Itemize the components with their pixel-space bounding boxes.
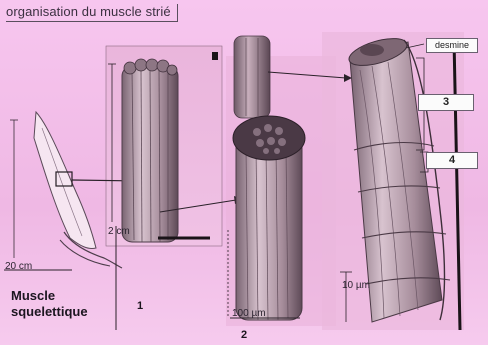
panel-2-scale-label: 100 µm — [232, 308, 266, 319]
muscle-label-line-2: squelettique — [11, 304, 88, 320]
desmine-label: desmine — [426, 38, 478, 53]
muscle-scale-label: 20 cm — [5, 261, 32, 272]
panel-2-number: 2 — [241, 329, 247, 341]
panel-3-scale-label: 10 µm — [342, 280, 370, 291]
panel-1-scale-label: 2 cm — [108, 226, 130, 237]
callout-3: 3 — [418, 94, 474, 111]
muscle-label-line-1: Muscle — [11, 288, 88, 304]
muscle-label: Muscle squelettique — [11, 288, 88, 320]
callout-4: 4 — [426, 152, 478, 169]
whole-muscle-sketch — [10, 112, 122, 268]
panel-1-number: 1 — [137, 300, 143, 312]
